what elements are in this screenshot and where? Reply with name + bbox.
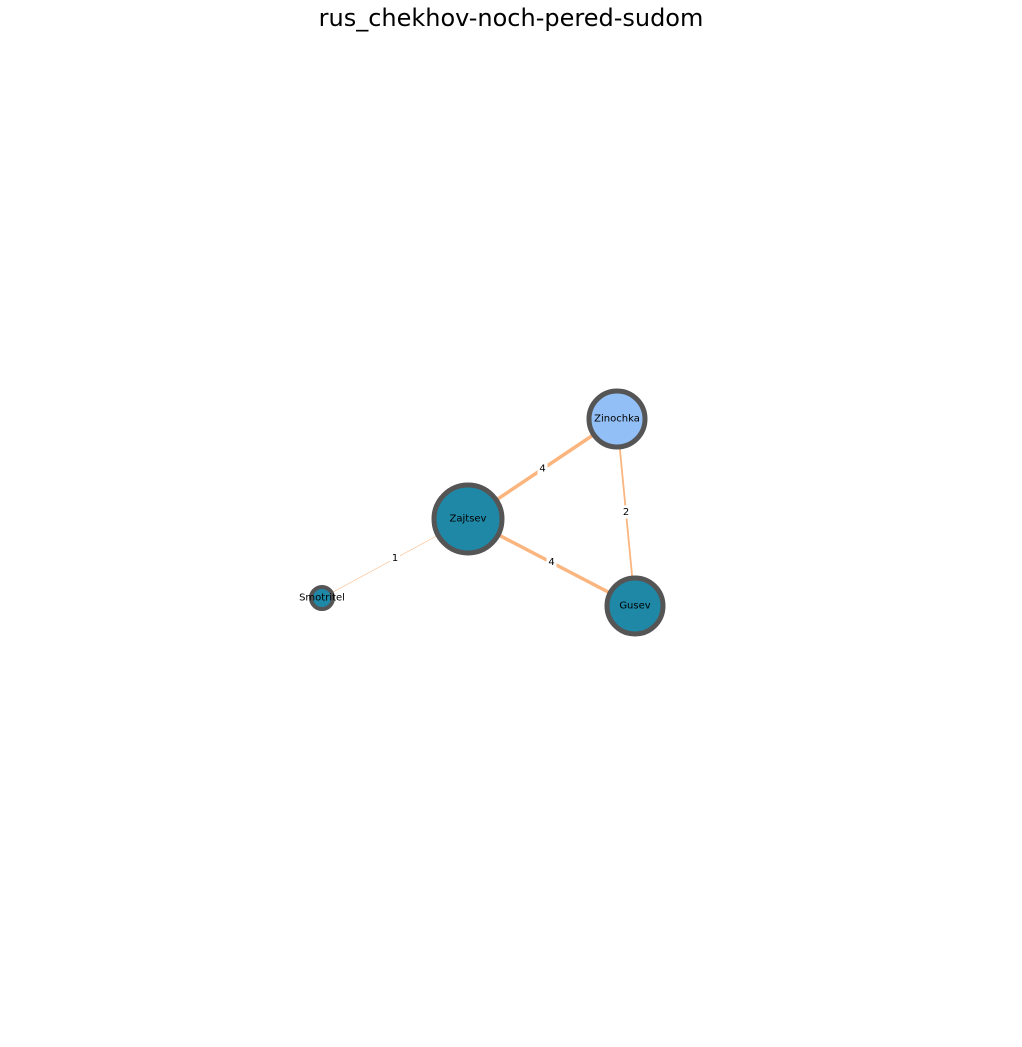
graph-title: rus_chekhov-noch-pered-sudom (318, 4, 704, 32)
node-circle (586, 388, 648, 450)
edge-weight-text: 4 (539, 464, 545, 475)
edge-labels-layer: 4 2 4 1 (390, 462, 631, 569)
node-label: Smotritel (299, 593, 345, 604)
edge-weight-label-bg (390, 551, 400, 565)
node-zajtsev: Zajtsev (431, 482, 505, 556)
edge-weight-label: 4 (546, 555, 557, 569)
node-label: Zinochka (594, 414, 640, 425)
node-gusev: Gusev (604, 575, 666, 637)
node-smotritel: Smotritel (299, 585, 345, 611)
node-zinochka: Zinochka (586, 388, 648, 450)
edge-weight-label: 1 (390, 551, 400, 565)
node-circle (431, 482, 505, 556)
node-circle (309, 585, 335, 611)
node-label: Zajtsev (450, 514, 487, 525)
edge-weight-text: 4 (548, 557, 554, 568)
edge-weight-text: 1 (392, 553, 398, 564)
node-circle (604, 575, 666, 637)
node-label: Gusev (619, 601, 650, 612)
edge-weight-label: 4 (537, 462, 548, 475)
edge-weight-label-bg (621, 505, 631, 519)
edge-weight-label-bg (537, 462, 548, 475)
edge-weight-label-bg (546, 555, 557, 569)
edge-weight-label: 2 (621, 505, 631, 519)
edge-weight-text: 2 (623, 507, 629, 518)
